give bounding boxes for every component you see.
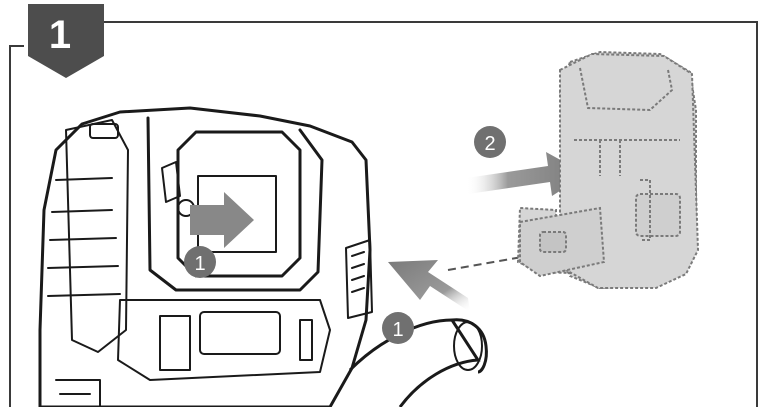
insert-arrow-icon	[388, 260, 470, 312]
slot-arrow	[388, 260, 470, 312]
insertion-guide-line	[447, 255, 529, 271]
callout-trigger: 1	[184, 246, 216, 278]
numbered-circle-icon	[184, 246, 216, 278]
dust-hose	[348, 318, 488, 407]
trigger-arrow	[190, 192, 254, 248]
battery-pack-icon	[516, 50, 700, 290]
numbered-circle-icon	[382, 312, 414, 344]
callout-trigger-number: 1	[194, 253, 205, 275]
frame-border	[9, 21, 758, 407]
insert-arrow-icon	[190, 192, 254, 248]
callout-release: 1	[382, 312, 414, 344]
step-number: 1	[49, 13, 71, 57]
shield-badge-icon	[28, 4, 104, 78]
battery-arrow	[466, 152, 586, 196]
step-badge: 1	[28, 4, 104, 78]
callout-battery: 2	[474, 126, 506, 158]
callout-battery-number: 2	[484, 133, 495, 155]
insert-arrow-icon	[466, 152, 586, 196]
numbered-circle-icon	[474, 126, 506, 158]
callout-release-number: 1	[392, 319, 403, 341]
